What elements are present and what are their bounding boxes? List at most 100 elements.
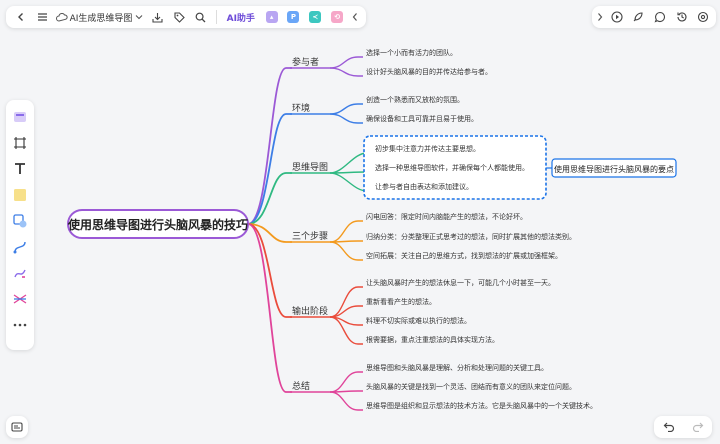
- sticky-note-icon: [14, 189, 26, 201]
- pen-button[interactable]: [7, 260, 33, 286]
- history-button[interactable]: [671, 6, 693, 28]
- selection-box[interactable]: [363, 135, 547, 200]
- play-circle-icon: [611, 11, 623, 23]
- settings-icon: [698, 11, 709, 23]
- branch-connector: [247, 223, 292, 318]
- branch-topic[interactable]: 三个步骤: [292, 231, 328, 242]
- frame-button[interactable]: [7, 130, 33, 156]
- subtopic[interactable]: 料理不切实际或难以执行的想法。: [366, 316, 471, 325]
- subtopic[interactable]: 闪电回答：限定时间内脑能产生的想法，不论好坏。: [366, 212, 527, 221]
- ai-presentation-button[interactable]: P: [283, 6, 305, 28]
- child-connector: [329, 391, 363, 411]
- text-button[interactable]: [7, 156, 33, 182]
- export-button[interactable]: [146, 6, 168, 28]
- document-title[interactable]: AI生成思维导图: [69, 13, 133, 24]
- root-topic: 使用思维导图进行头脑风暴的技巧: [67, 217, 248, 232]
- subtopic[interactable]: 设计好头脑风暴的目的并传达给参与者。: [366, 67, 492, 76]
- root-node[interactable]: 使用思维导图进行头脑风暴的技巧: [67, 209, 249, 239]
- branch-topic[interactable]: 总结: [292, 380, 310, 392]
- connector-button[interactable]: [7, 234, 33, 260]
- more-icon: [13, 323, 27, 327]
- shape-icon: [13, 214, 27, 228]
- menu-button[interactable]: [32, 6, 54, 28]
- left-toolbar: [6, 100, 34, 350]
- ai-flowchart-button[interactable]: ⟲: [326, 6, 348, 28]
- branch-connector: [247, 172, 292, 225]
- subtopic[interactable]: 让头脑风暴时产生的想法休息一下，可能几个小时甚至一天。: [366, 278, 555, 287]
- subtopic[interactable]: 思维导图和头脑风暴是理解、分析和处理问题的关键工具。: [366, 363, 548, 372]
- subtopic[interactable]: 重新看看产生的想法。: [366, 297, 436, 306]
- top-toolbar: AI生成思维导图 AI助手 ▴ P ≺ ⟲: [6, 6, 366, 28]
- comment-button[interactable]: [649, 6, 671, 28]
- connector-icon: [13, 241, 26, 254]
- chevron-down-icon: [135, 15, 143, 20]
- title-dropdown[interactable]: [132, 6, 146, 28]
- chevron-left-icon: [352, 13, 358, 21]
- redo-button[interactable]: [687, 416, 709, 438]
- subtopic[interactable]: 头脑风暴的关键是找到一个灵活、团结而有意义的团队来定位问题。: [366, 382, 576, 391]
- pen-icon: [14, 269, 26, 278]
- divider: [215, 10, 217, 24]
- ai-assistant-label: AI助手: [226, 13, 255, 24]
- branch-connector: [247, 223, 292, 393]
- back-button[interactable]: [10, 6, 32, 28]
- subtopic[interactable]: 让参与者自由表达和添加建议。: [375, 182, 473, 191]
- template-icon: [14, 112, 26, 122]
- child-connector: [329, 56, 363, 69]
- subtopic[interactable]: 归纳分类：分类整理正式思考过的想法，同时扩展其他的想法类别。: [366, 232, 576, 241]
- history-icon: [676, 12, 687, 22]
- sticky-note-button[interactable]: [7, 182, 33, 208]
- branch-topic[interactable]: 思维导图: [292, 161, 328, 173]
- undo-redo-panel: [654, 416, 712, 438]
- subtopic[interactable]: 空间拓展：关注自己的思维方式，找到想法的扩展或加强框架。: [366, 251, 562, 260]
- ai-assistant-button[interactable]: AI助手: [221, 6, 261, 28]
- mindmap-icon: ≺: [309, 11, 322, 23]
- hamburger-icon: [38, 13, 48, 21]
- branch-connector: [247, 67, 292, 225]
- tag-button[interactable]: [168, 6, 190, 28]
- redo-icon: [692, 422, 703, 432]
- subtopic[interactable]: 确保设备和工具可靠并且易于使用。: [366, 114, 478, 123]
- share-button[interactable]: [627, 6, 649, 28]
- subtopic[interactable]: 选择一个小而有活力的团队。: [366, 48, 457, 57]
- branch-topic[interactable]: 环境: [292, 102, 310, 114]
- subtopic[interactable]: 选择一种思维导图软件，并确保每个人都能使用。: [375, 163, 529, 172]
- child-connector: [329, 113, 363, 124]
- child-connector: [329, 286, 363, 318]
- shape-button[interactable]: [7, 208, 33, 234]
- subtopic[interactable]: 初步集中注意力并传达主要思想。: [375, 144, 480, 153]
- branch-connector: [247, 223, 292, 243]
- undo-icon: [663, 422, 674, 432]
- branch-connector: [247, 113, 292, 225]
- expand-toolbar-button[interactable]: [594, 6, 606, 28]
- child-connector: [329, 67, 363, 77]
- rocket-icon: [633, 12, 643, 22]
- branch-topic[interactable]: 输出阶段: [292, 305, 328, 317]
- child-connector: [329, 220, 363, 243]
- collapse-toolbar-button[interactable]: [348, 6, 362, 28]
- subtopic[interactable]: 创造一个熟悉而又放松的氛围。: [366, 95, 464, 104]
- minimap-icon: [11, 422, 23, 432]
- branch-topic[interactable]: 参与者: [292, 56, 319, 68]
- callout-node[interactable]: 使用思维导图进行头脑风暴的要点: [551, 158, 677, 178]
- mindmap-tool-button[interactable]: [7, 286, 33, 312]
- chevron-right-icon: [597, 13, 603, 21]
- undo-button[interactable]: [658, 416, 680, 438]
- subtopic[interactable]: 思维导图是组织和显示想法的技术方法。它是头脑风暴中的一个关键技术。: [366, 401, 597, 410]
- ai-mindmap-button[interactable]: ≺: [304, 6, 326, 28]
- ai-image-button[interactable]: ▴: [261, 6, 283, 28]
- text-icon: [15, 163, 25, 174]
- top-right-toolbar: [592, 6, 716, 28]
- template-button[interactable]: [7, 104, 33, 130]
- search-button[interactable]: [190, 6, 212, 28]
- cloud-icon: [54, 6, 70, 28]
- play-button[interactable]: [606, 6, 628, 28]
- settings-button[interactable]: [692, 6, 714, 28]
- minimap-button[interactable]: [6, 416, 28, 438]
- more-tools-button[interactable]: [7, 312, 33, 338]
- frame-icon: [14, 137, 26, 149]
- download-icon: [152, 12, 163, 23]
- subtopic[interactable]: 根需要据，重点注重想法的具体实现方法。: [366, 335, 499, 344]
- image-icon: ▴: [265, 11, 278, 23]
